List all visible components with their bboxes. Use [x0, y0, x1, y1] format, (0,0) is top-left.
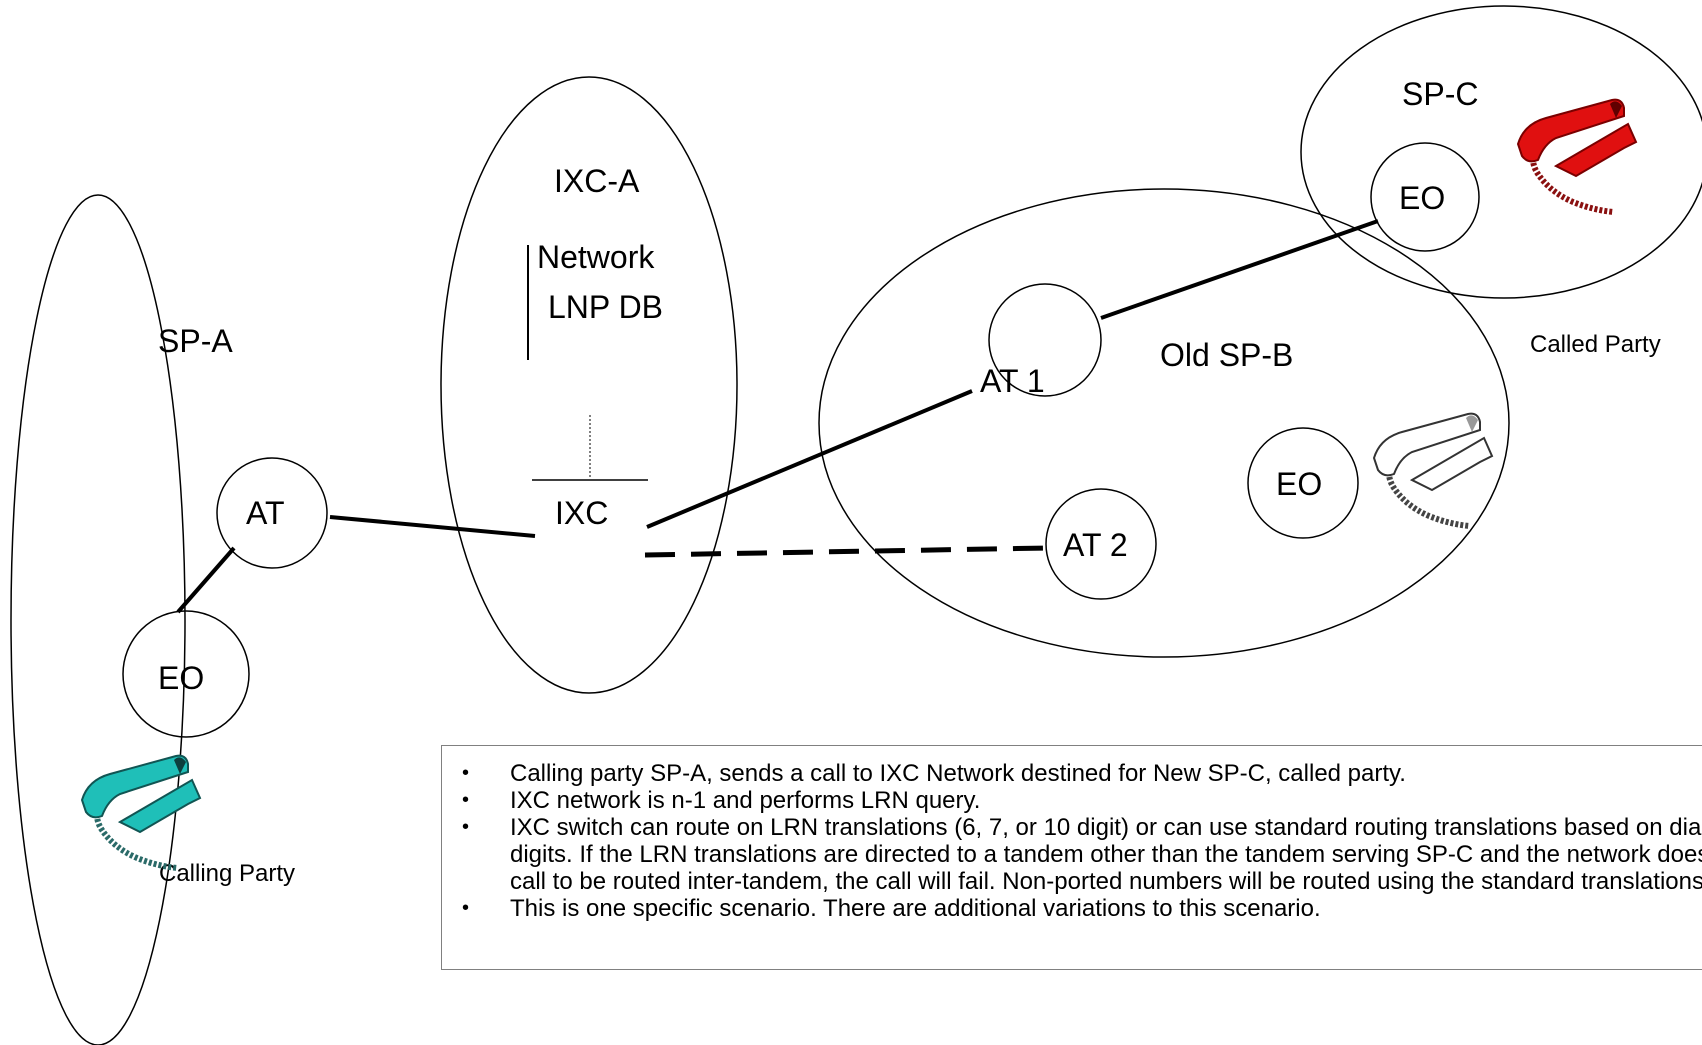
- old-sp-b-telephone-icon: [1372, 412, 1494, 529]
- ixc-label: IXC: [555, 495, 608, 531]
- at1-node: [988, 283, 1102, 397]
- trunk-at-to-ixc: [329, 515, 536, 538]
- sp-c-region: [1300, 5, 1702, 299]
- note-item: This is one specific scenario. There are…: [442, 895, 1702, 922]
- lnp-db-label: LNP DB: [548, 289, 663, 325]
- sp-a-label: SP-A: [158, 323, 233, 359]
- sp-a-eo-node: [122, 610, 250, 738]
- sp-a-region: [10, 194, 186, 1045]
- sp-a-eo-label: EO: [158, 660, 204, 696]
- sp-b-eo-label: EO: [1276, 466, 1322, 502]
- trunk-eo-to-at: [176, 546, 236, 614]
- sp-a-at-label: AT: [246, 495, 285, 531]
- trunk-ixc-to-at2-dashed: [644, 545, 1049, 558]
- sp-c-eo-node: [1370, 142, 1480, 252]
- at2-label: AT 2: [1063, 527, 1128, 563]
- sp-c-eo-label: EO: [1399, 180, 1445, 216]
- network-db-label: Network: [537, 239, 655, 275]
- note-item: IXC network is n-1 and performs LRN quer…: [442, 787, 1702, 814]
- note-item: IXC switch can route on LRN translations…: [442, 814, 1702, 841]
- sp-b-eo-node: [1247, 427, 1359, 539]
- calling-party-telephone-icon: [80, 754, 202, 871]
- sp-c-label: SP-C: [1402, 76, 1478, 112]
- sp-a-at-node: [216, 457, 328, 569]
- old-sp-b-label: Old SP-B: [1160, 337, 1293, 373]
- trunk-at1-to-sp-c-eo: [1100, 219, 1379, 320]
- scenario-notes-box: Calling party SP-A, sends a call to IXC …: [441, 745, 1702, 970]
- called-party-label: Called Party: [1530, 331, 1661, 358]
- trunk-ixc-to-at1: [646, 389, 973, 529]
- ixc-a-region: [440, 76, 738, 694]
- note-item: Calling party SP-A, sends a call to IXC …: [442, 760, 1702, 787]
- calling-party-label: Calling Party: [159, 860, 295, 887]
- note-item-continuation: call to be routed inter-tandem, the call…: [510, 868, 1702, 895]
- note-item-continuation: digits. If the LRN translations are dire…: [510, 841, 1702, 868]
- ixc-a-label: IXC-A: [554, 163, 640, 199]
- called-party-telephone-icon: [1516, 98, 1638, 215]
- old-sp-b-region: [818, 188, 1510, 658]
- at2-node: [1045, 488, 1157, 600]
- scenario-notes-list: Calling party SP-A, sends a call to IXC …: [442, 746, 1702, 922]
- at1-label: AT 1: [980, 363, 1045, 399]
